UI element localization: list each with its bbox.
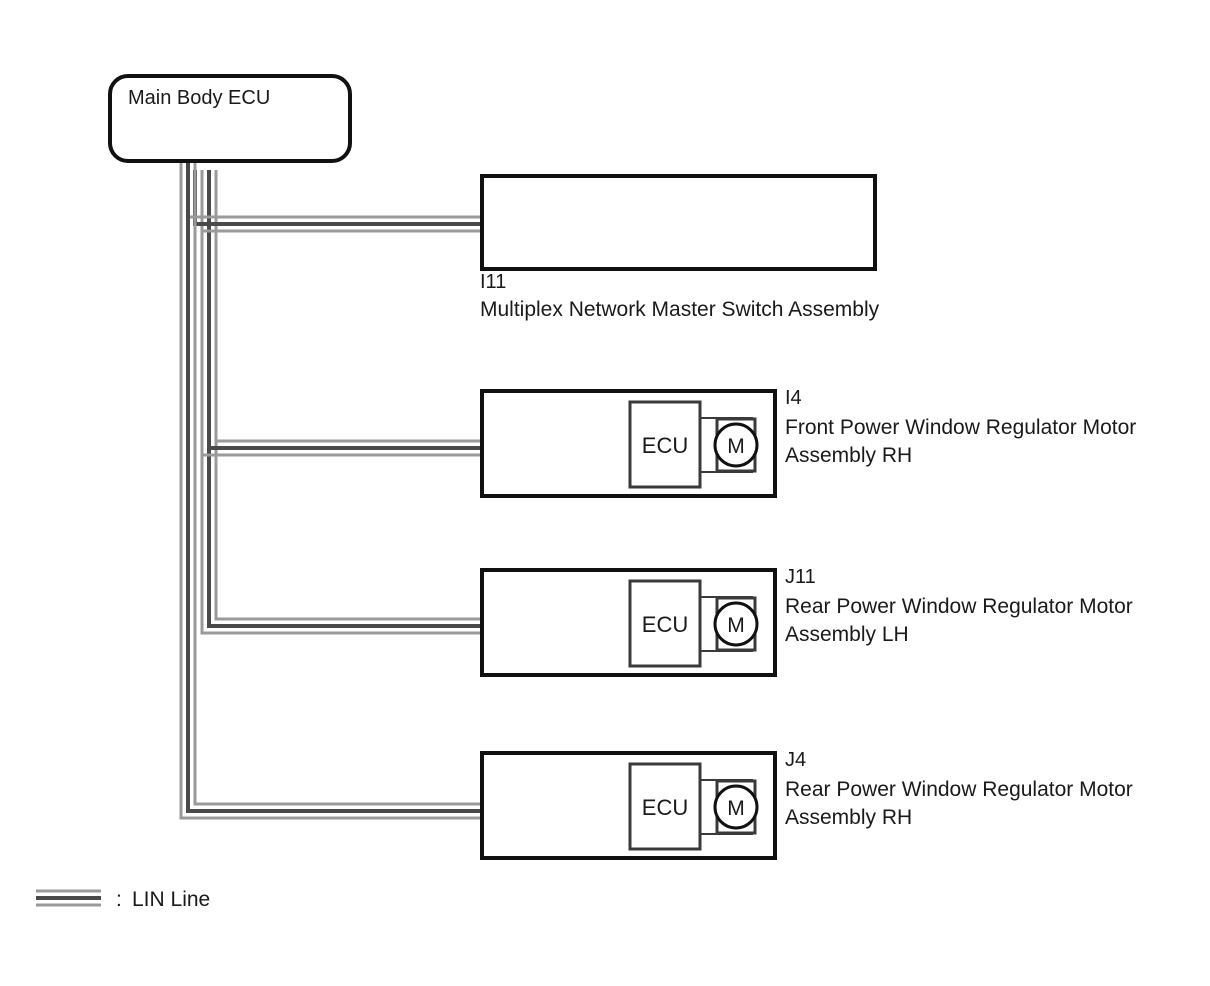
j11-ecu-label: ECU (642, 612, 688, 637)
node-j4[interactable]: M ECU J4 Rear Power Window Regulator Mot… (480, 749, 1133, 860)
j4-motor-label: M (727, 797, 745, 820)
j4-ecu-box (628, 762, 702, 851)
i4-description-line1: Front Power Window Regulator Motor (785, 416, 1136, 439)
node-i11[interactable]: I11 Multiplex Network Master Switch Asse… (480, 174, 880, 321)
i4-code-label: I4 (785, 387, 802, 409)
lin-branch-i4 (200, 170, 482, 457)
lin-trunk (179, 160, 197, 818)
j4-description-line1: Rear Power Window Regulator Motor (785, 778, 1133, 801)
j11-description-line1: Rear Power Window Regulator Motor (785, 595, 1133, 618)
main-body-ecu-label: Main Body ECU (128, 87, 270, 109)
i11-box (480, 174, 877, 271)
i4-motor-label: M (727, 435, 745, 458)
lin-branch-i11 (186, 170, 482, 233)
i4-motor-circle (713, 422, 759, 468)
j4-motor-circle (713, 784, 759, 830)
node-j11[interactable]: M ECU J11 Rear Power Window Regulator Mo… (480, 566, 1133, 677)
i4-ecu-box (628, 400, 702, 489)
lin-branch-j4 (179, 170, 482, 820)
j11-ecu-box (628, 579, 702, 668)
legend-label: LIN Line (132, 888, 210, 911)
j11-description-line2: Assembly LH (785, 623, 909, 646)
j4-ecu-label: ECU (642, 795, 688, 820)
legend: : LIN Line (36, 888, 210, 911)
legend-separator: : (116, 888, 122, 911)
node-main-body-ecu[interactable]: Main Body ECU (108, 74, 352, 163)
i11-description-label: Multiplex Network Master Switch Assembly (480, 298, 880, 321)
j11-code-label: J11 (785, 566, 816, 588)
i11-code-label: I11 (480, 271, 506, 293)
node-i4[interactable]: M ECU I4 Front Power Window Regulator Mo… (480, 387, 1136, 498)
i4-ecu-label: ECU (642, 433, 688, 458)
lin-branch-j11 (200, 170, 482, 635)
lin-bus-network (179, 160, 482, 820)
j4-description-line2: Assembly RH (785, 806, 912, 829)
j11-motor-circle (713, 601, 759, 647)
j4-code-label: J4 (785, 749, 806, 771)
i4-description-line2: Assembly RH (785, 444, 912, 467)
j11-motor-label: M (727, 614, 745, 637)
lin-line-swatch-icon (36, 889, 101, 907)
main-body-ecu-box (108, 74, 352, 163)
